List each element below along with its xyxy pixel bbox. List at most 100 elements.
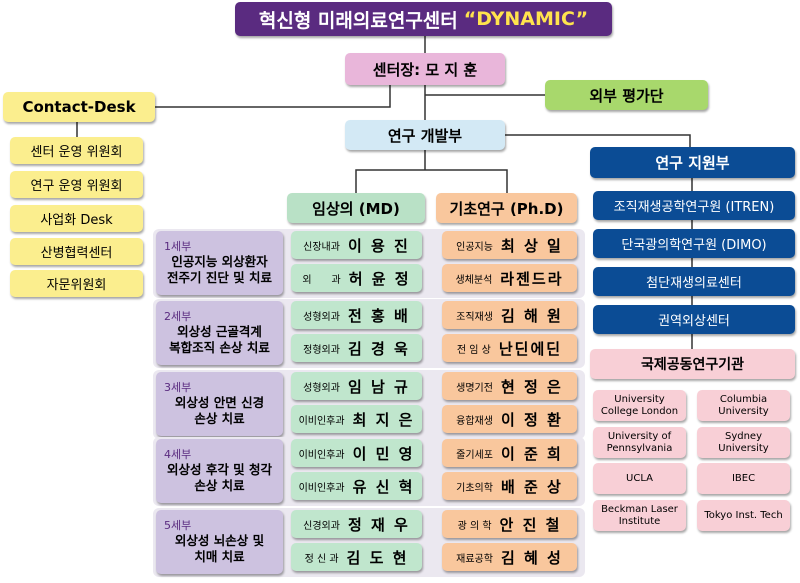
department: 전 임 상 — [456, 344, 491, 356]
support-unit: 첨단재생의료센터 — [593, 267, 795, 296]
department: 신경외과 — [303, 520, 340, 532]
subgroup-title: 외상성 안면 신경 — [174, 394, 265, 410]
department: 정형외과 — [303, 344, 340, 356]
intl-institution: UCLA — [593, 463, 686, 494]
committee-box: 센터 운영 위원회 — [10, 137, 143, 164]
department: 성형외과 — [303, 382, 340, 394]
subgroup-title: 외상성 후각 및 청각 — [166, 461, 273, 477]
institution-line: UCLA — [626, 472, 653, 484]
institution-line: Pennsylvania — [606, 442, 673, 454]
intl-header: 국제공동연구기관 — [590, 349, 795, 379]
contact-desk-box: Contact-Desk — [3, 92, 155, 122]
institution-line: Tokyo Inst. Tech — [704, 509, 783, 521]
subgroup-title: 인공지능 외상환자 — [171, 253, 268, 269]
md-researcher: 이비인후과 이 민 영 — [291, 439, 422, 467]
subgroup-title: 손상 치료 — [194, 478, 245, 494]
institution-line: Columbia — [719, 393, 768, 405]
md-researcher: 신경외과 정 재 우 — [291, 510, 422, 538]
department: 기초의학 — [456, 482, 493, 494]
phd-researcher: 전 임 상 난딘에딘 — [442, 334, 577, 362]
researcher-name: 정 재 우 — [347, 515, 410, 534]
institution-line: University of — [607, 430, 672, 442]
phd-researcher: 재료공학 김 혜 성 — [442, 543, 577, 571]
intl-institution: Tokyo Inst. Tech — [697, 500, 790, 531]
researcher-name: 이 민 영 — [352, 444, 415, 463]
researcher-name: 이 준 희 — [500, 444, 563, 463]
department: 이비인후과 — [298, 482, 345, 494]
md-researcher: 이비인후과 유 신 혁 — [291, 472, 422, 500]
md-header: 임상의 (MD) — [287, 193, 425, 223]
researcher-name: 안 진 철 — [499, 515, 562, 534]
institution-line: Sydney — [724, 430, 763, 442]
subgroup-number: 5세부 — [164, 518, 192, 532]
department: 재료공학 — [456, 553, 493, 565]
department: 생체분석 — [455, 274, 493, 286]
phd-researcher: 인공지능 최 상 일 — [442, 231, 577, 259]
institution-line: IBEC — [731, 472, 756, 484]
department: 생명기전 — [456, 382, 493, 394]
subgroup-number: 1세부 — [164, 239, 192, 253]
committee-box: 자문위원회 — [10, 270, 143, 297]
subgroup-title: 외상성 뇌손상 및 — [174, 532, 265, 548]
researcher-name: 김 도 현 — [346, 548, 409, 567]
committee-box: 사업화 Desk — [10, 205, 143, 232]
department: 이비인후과 — [298, 449, 345, 461]
md-researcher: 정형외과 김 경 욱 — [291, 334, 422, 362]
support-unit: 권역외상센터 — [593, 305, 795, 334]
intl-institution: IBEC — [697, 463, 790, 494]
department: 신장내과 — [303, 241, 340, 253]
phd-researcher: 조직재생 김 해 원 — [442, 301, 577, 329]
researcher-name: 김 혜 성 — [500, 548, 563, 567]
department: 조직재생 — [456, 311, 493, 323]
subgroup-title: 전주기 진단 및 치료 — [166, 270, 273, 286]
rnd-department-box: 연구 개발부 — [345, 120, 505, 150]
subgroup-number: 3세부 — [164, 380, 192, 394]
researcher-name: 최 상 일 — [500, 236, 563, 255]
department: 외 과 — [302, 274, 341, 286]
director-box: 센터장: 모 지 훈 — [345, 53, 505, 85]
researcher-name: 난딘에딘 — [498, 339, 563, 358]
researcher-name: 김 해 원 — [500, 306, 563, 325]
support-unit: 조직재생공학연구원 (ITREN) — [593, 191, 795, 220]
support-department-box: 연구 지원부 — [590, 147, 795, 178]
title-text: 혁신형 미래의료연구센터 — [258, 9, 458, 32]
institution-line: University — [718, 405, 769, 417]
committee-box: 산병협력센터 — [10, 238, 143, 265]
subgroup-title: 복합조직 손상 치료 — [169, 340, 270, 356]
institution-line: Beckman Laser — [601, 503, 678, 515]
external-evaluation-box: 외부 평가단 — [545, 80, 708, 110]
researcher-name: 유 신 혁 — [352, 477, 415, 496]
researcher-name: 김 경 욱 — [347, 339, 410, 358]
institution-line: University — [614, 393, 665, 405]
researcher-name: 허 윤 정 — [348, 269, 411, 288]
researcher-name: 현 정 은 — [500, 377, 563, 396]
department: 정 신 과 — [304, 553, 339, 565]
subgroup-number: 4세부 — [164, 447, 192, 461]
department: 인공지능 — [456, 241, 493, 253]
phd-researcher: 생명기전 현 정 은 — [442, 372, 577, 400]
phd-researcher: 생체분석 라젠드라 — [442, 264, 577, 292]
title-quote: “DYNAMIC” — [463, 8, 589, 30]
subgroup-title: 외상성 근골격계 — [177, 323, 262, 339]
committee-box: 연구 운영 위원회 — [10, 171, 143, 198]
researcher-name: 라젠드라 — [500, 269, 564, 288]
department: 광 의 학 — [457, 520, 492, 532]
subgroup-title: 치매 치료 — [194, 549, 245, 565]
subgroup-number: 2세부 — [164, 309, 192, 323]
support-unit: 단국광의학연구원 (DIMO) — [593, 229, 795, 258]
phd-header: 기초연구 (Ph.D) — [436, 193, 577, 223]
